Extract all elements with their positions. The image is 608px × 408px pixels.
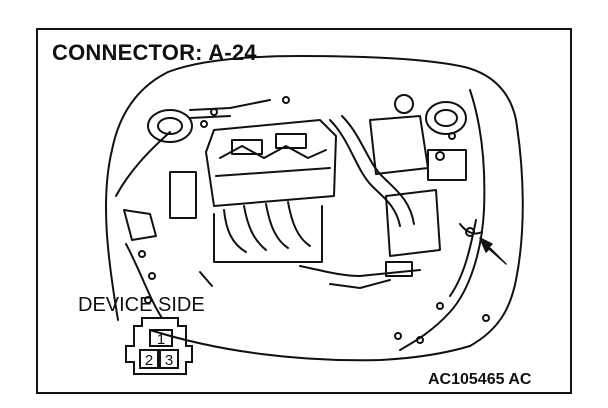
battery xyxy=(427,149,467,181)
left-fender-outline xyxy=(104,55,301,321)
air-cleaner-box xyxy=(369,115,429,175)
valve-cover xyxy=(205,119,337,207)
air-intake-hose xyxy=(329,119,401,227)
wiring-harness-left xyxy=(115,131,171,319)
left-strut-tower xyxy=(147,109,193,143)
harness-connector-location xyxy=(459,223,483,235)
connector-title: CONNECTOR: A-24 xyxy=(52,40,257,65)
device-side-label: DEVICE SIDE xyxy=(78,294,205,316)
reference-code: AC105465 AC xyxy=(428,371,532,388)
connector-face-diagram xyxy=(125,317,193,375)
intake-manifold xyxy=(223,201,311,253)
pin-1-label: 1 xyxy=(157,331,165,348)
right-strut-tower xyxy=(425,101,467,135)
pin-2-label: 2 xyxy=(145,352,153,369)
pin-3-label: 3 xyxy=(165,352,173,369)
location-arrow-icon xyxy=(479,237,507,265)
right-fender-outline xyxy=(299,55,524,347)
front-bumper-outline xyxy=(149,329,471,362)
wiring-harness-right xyxy=(399,89,486,351)
